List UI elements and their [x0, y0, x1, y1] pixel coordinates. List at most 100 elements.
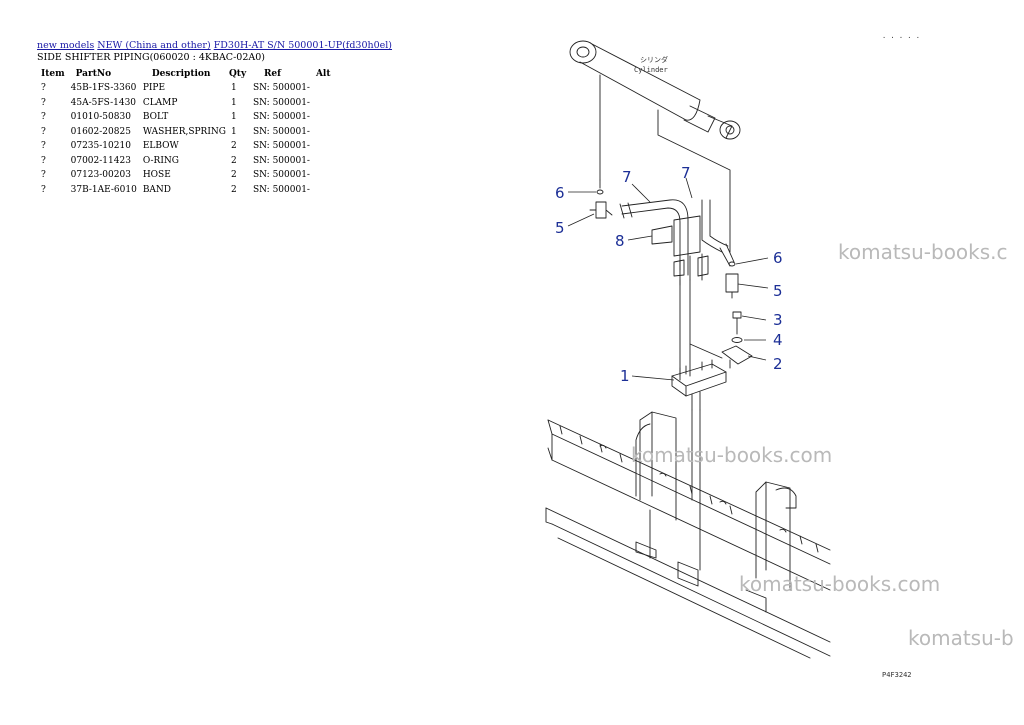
watermark: komatsu-b: [908, 626, 1014, 650]
watermark: komatsu-books.com: [739, 572, 941, 596]
corner-code: · · · · ·: [882, 34, 920, 42]
diagram-linework: [545, 40, 831, 659]
page-title: SIDE SHIFTER PIPING(060020 : 4KBAC-02A0): [37, 52, 265, 63]
cell-alt: [314, 110, 334, 125]
table-row: ? 07123-00203 HOSE 2 SN: 500001-: [37, 168, 334, 183]
cell-item: ?: [41, 126, 46, 137]
exploded-parts-diagram: 6 5 7 7 8 6 5 3 4 2 1 シリンダ Cylinder · · …: [545, 34, 920, 679]
cell-item: ?: [41, 112, 46, 123]
cell-description: WASHER,SPRING: [142, 126, 226, 137]
callout-8: 8: [615, 232, 625, 250]
cell-description: PIPE: [142, 83, 166, 94]
breadcrumb-link-new-models[interactable]: new models: [37, 40, 95, 51]
cell-alt: [314, 183, 334, 198]
parts-table-body: ? 45B-1FS-3360 PIPE 1 SN: 500001- ? 45A-…: [37, 81, 334, 197]
callout-7-right: 7: [681, 164, 691, 182]
callout-2: 2: [773, 355, 783, 373]
drawing-code: P4F3242: [882, 671, 912, 679]
pipe-drawing: [671, 279, 727, 501]
cell-item: ?: [41, 155, 46, 166]
callouts: 6 5 7 7 8 6 5 3 4 2 1: [555, 164, 783, 385]
cell-alt: [314, 139, 334, 154]
header-alt: Alt: [315, 68, 331, 79]
breadcrumb-link-region[interactable]: NEW (China and other): [97, 40, 211, 51]
cell-item: ?: [41, 184, 46, 195]
table-row: ? 45A-5FS-1430 CLAMP 1 SN: 500001-: [37, 96, 334, 111]
bolt-washer-clamp-drawing: [689, 311, 753, 369]
cell-description: CLAMP: [142, 97, 178, 108]
cell-ref: SN: 500001-: [252, 170, 310, 181]
cell-description: HOSE: [142, 170, 171, 181]
cell-ref: SN: 500001-: [252, 112, 310, 123]
cell-description: BOLT: [142, 112, 169, 123]
callout-5-right: 5: [773, 282, 783, 300]
table-row: ? 01602-20825 WASHER,SPRING 1 SN: 500001…: [37, 125, 334, 140]
cell-qty: 2: [230, 141, 237, 152]
cylinder-label: Cylinder: [634, 66, 668, 74]
callout-7-left: 7: [622, 168, 632, 186]
cell-partno: 07002-11423: [70, 155, 131, 166]
hoses-drawing: [619, 199, 735, 276]
cell-ref: SN: 500001-: [252, 126, 310, 137]
cell-qty: 1: [230, 112, 237, 123]
cell-item: ?: [41, 83, 46, 94]
cell-alt: [314, 81, 334, 96]
cell-qty: 1: [230, 97, 237, 108]
cylinder-drawing: [569, 40, 741, 253]
header-item: Item: [41, 68, 65, 79]
cell-alt: [314, 154, 334, 169]
cell-description: O-RING: [142, 155, 179, 166]
cell-ref: SN: 500001-: [252, 155, 310, 166]
cylinder-label-jp: シリンダ: [640, 55, 668, 64]
cell-partno: 01010-50830: [70, 112, 131, 123]
callout-1: 1: [620, 367, 630, 385]
table-row: ? 07002-11423 O-RING 2 SN: 500001-: [37, 154, 334, 169]
band-drawing: [651, 215, 709, 286]
cell-qty: 2: [230, 184, 237, 195]
carriage-drawing: [545, 411, 831, 659]
cell-item: ?: [41, 141, 46, 152]
cell-item: ?: [41, 97, 46, 108]
right-fitting-drawing: [725, 261, 739, 299]
leader-lines: [567, 177, 769, 381]
callout-4: 4: [773, 331, 783, 349]
parts-table: Item PartNo Description Qty Ref Alt ? 45…: [37, 66, 334, 197]
cell-partno: 07235-10210: [70, 141, 131, 152]
cell-ref: SN: 500001-: [252, 83, 310, 94]
cell-qty: 2: [230, 155, 237, 166]
parts-table-header: Item PartNo Description Qty Ref Alt: [37, 66, 334, 81]
cell-partno: 37B-1AE-6010: [70, 184, 137, 195]
cell-partno: 07123-00203: [70, 170, 131, 181]
left-fitting-drawing: [589, 179, 613, 219]
watermark: komatsu-books.com: [631, 443, 833, 467]
cell-item: ?: [41, 170, 46, 181]
cell-description: BAND: [142, 184, 172, 195]
cell-partno: 45A-5FS-1430: [70, 97, 137, 108]
header-ref: Ref: [263, 68, 282, 79]
watermark: komatsu-books.c: [838, 240, 1008, 264]
cell-partno: 45B-1FS-3360: [70, 83, 137, 94]
cell-partno: 01602-20825: [70, 126, 131, 137]
table-row: ? 01010-50830 BOLT 1 SN: 500001-: [37, 110, 334, 125]
cell-ref: SN: 500001-: [252, 184, 310, 195]
table-row: ? 07235-10210 ELBOW 2 SN: 500001-: [37, 139, 334, 154]
header-qty: Qty: [228, 68, 247, 79]
cell-ref: SN: 500001-: [252, 97, 310, 108]
cell-ref: SN: 500001-: [252, 141, 310, 152]
cell-description: ELBOW: [142, 141, 179, 152]
header-partno: PartNo: [75, 68, 112, 79]
cell-alt: [314, 125, 334, 140]
callout-5-left: 5: [555, 219, 565, 237]
callout-6-left: 6: [555, 184, 565, 202]
cell-alt: [314, 168, 334, 183]
cell-qty: 2: [230, 170, 237, 181]
table-row: ? 37B-1AE-6010 BAND 2 SN: 500001-: [37, 183, 334, 198]
header-row: Item PartNo Description Qty Ref Alt: [37, 66, 334, 81]
cell-qty: 1: [230, 126, 237, 137]
header-description: Description: [151, 68, 211, 79]
callout-3: 3: [773, 311, 783, 329]
cell-qty: 1: [230, 83, 237, 94]
breadcrumb-link-model[interactable]: FD30H-AT S/N 500001-UP(fd30h0el): [213, 40, 393, 51]
callout-6-right: 6: [773, 249, 783, 267]
cell-alt: [314, 96, 334, 111]
